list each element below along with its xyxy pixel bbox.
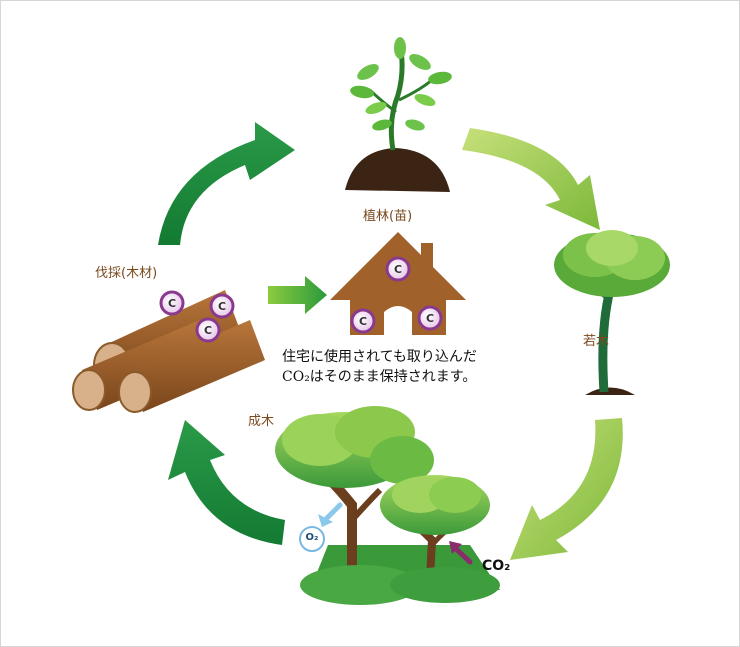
log-pile-illustration [72,290,265,413]
retention-caption: 住宅に使用されても取り込んだ CO₂はそのまま保持されます。 [282,347,522,387]
carbon-marker: C [385,256,411,282]
carbon-marker: C [195,317,221,343]
o2-bubble [299,526,325,552]
o2-arrow [318,502,343,527]
carbon-markers: C C C C C C [159,256,443,343]
caption-line-1: 住宅に使用されても取り込んだ [282,349,477,365]
young-tree-illustration [554,230,670,395]
label-planting: 植林(苗) [363,209,413,224]
arrow-mature-to-felling [168,420,285,545]
caption-line-2: CO₂はそのまま保持されます。 [282,369,477,385]
svg-text:C: C [218,300,226,313]
co2-label: CO₂ [482,558,511,574]
svg-text:C: C [168,297,176,310]
carbon-marker: C [159,290,185,316]
carbon-marker: C [417,305,443,331]
svg-text:C: C [426,312,434,325]
arrow-young-to-mature [510,418,623,560]
arrow-planting-to-young [462,128,600,230]
arrow-felling-to-planting [158,122,295,245]
label-felling: 伐採(木材) [95,266,158,281]
svg-text:C: C [394,263,402,276]
o2-label: O₂ [305,532,319,543]
mature-trees-illustration [275,406,500,605]
seedling-illustration [345,37,452,192]
label-mature-tree: 成木 [248,414,275,429]
svg-text:C: C [359,315,367,328]
label-young-tree: 若木 [583,334,610,349]
co2-arrow [449,541,473,565]
arrow-logs-to-house [268,276,327,314]
svg-text:C: C [204,324,212,337]
house-illustration [330,232,466,335]
carbon-marker: C [350,308,376,334]
carbon-marker: C [209,293,235,319]
